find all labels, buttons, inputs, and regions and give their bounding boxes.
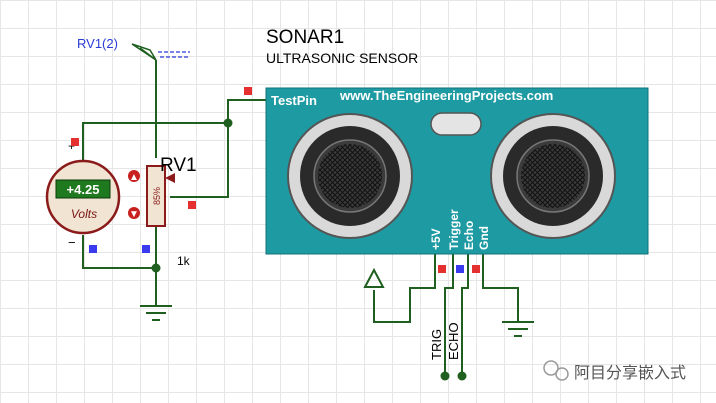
pot-value: 1k [177,254,191,268]
plus-icon: ▲ [129,172,139,183]
wire-meter-minus[interactable] [82,235,156,269]
power-arrow-icon [363,267,385,288]
watermark-text: 阿目分享嵌入式 [574,363,686,382]
voltage-probe[interactable]: RV1(2) [77,36,190,61]
potentiometer[interactable]: 85% RV1 1k ▲ ▼ [128,155,197,268]
ground-icon [140,305,172,321]
terminal-dot [457,371,467,381]
wire-echo[interactable] [461,254,469,376]
pot-ref: RV1 [160,155,197,176]
wire-meter-plus[interactable] [82,122,228,160]
pot-body [146,165,166,227]
testpin-label: TestPin [271,93,317,108]
pin-marker-blue [456,265,464,273]
pin-marker-red [438,265,446,273]
pin-marker-blue [142,245,150,253]
pin-marker-red [188,201,196,209]
terminal-echo[interactable]: ECHO [446,322,467,381]
ground-icon [502,321,534,337]
wiper-arrow-icon [165,173,175,183]
pin-marker-blue [89,245,97,253]
pin-label-gnd: Gnd [477,226,491,250]
pot-increment-button[interactable] [128,170,140,182]
sonar-type: ULTRASONIC SENSOR [266,50,418,66]
sonar-website: www.TheEngineeringProjects.com [339,88,553,103]
probe-arrow-icon [131,43,157,61]
junction-dot [151,263,161,273]
pin-marker-red [244,87,252,95]
transducer-left-icon [287,113,413,239]
sonar-sensor[interactable]: SONAR1 ULTRASONIC SENSOR www.TheEngineer… [244,27,649,273]
wire-gnd[interactable] [482,254,519,322]
wire-to-testpin[interactable] [227,99,266,123]
terminal-echo-label: ECHO [446,322,461,360]
pin-marker-red [472,265,480,273]
wire-wiper[interactable] [170,123,229,198]
voltmeter[interactable]: +4.25 Volts + − [45,138,121,253]
junction-dot [223,118,233,128]
pin-label-5v: +5V [429,228,443,250]
wire-trigger[interactable] [444,254,454,376]
terminal-trig[interactable]: TRIG [429,329,450,381]
pot-decrement-button[interactable] [128,207,140,219]
probe-label: RV1(2) [77,36,118,51]
wire-5v[interactable] [373,254,436,323]
voltmeter-display [55,179,111,199]
pin-marker-red [71,138,79,146]
wechat-icon [543,360,569,381]
sonar-ref: SONAR1 [266,27,344,48]
pin-label-trigger: Trigger [447,209,461,250]
crystal-icon [430,112,482,136]
voltmeter-reading: +4.25 [67,182,100,197]
minus-icon: ▼ [129,209,139,220]
pot-percent: 85% [152,187,162,205]
terminal-dot [440,371,450,381]
pin-label-echo: Echo [462,221,476,250]
terminal-trig-label: TRIG [429,329,444,360]
watermark: 阿目分享嵌入式 [543,360,686,382]
voltmeter-unit: Volts [71,207,97,221]
voltmeter-minus-label: − [68,235,76,250]
transducer-right-icon [490,113,616,239]
